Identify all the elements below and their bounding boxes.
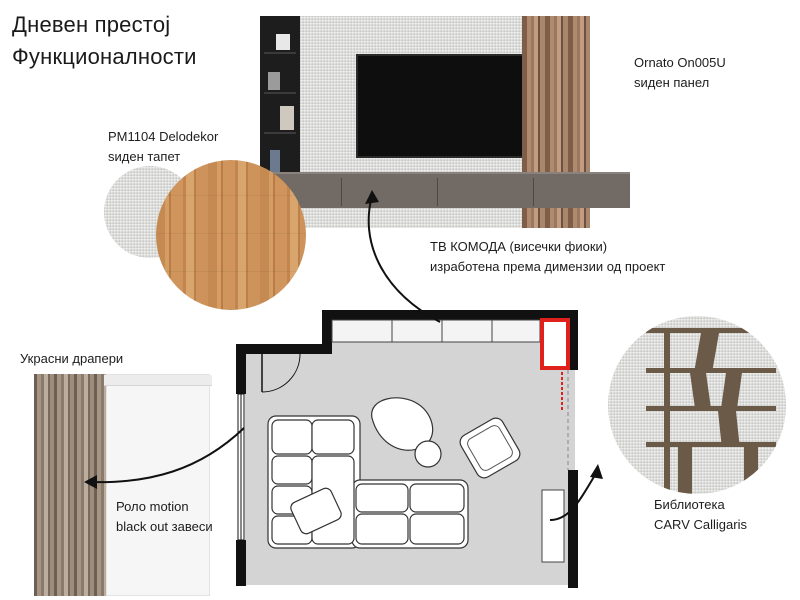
tv-unit-label-line1: ТВ КОМОДА (висечки фиоки): [430, 239, 608, 254]
drapes-label: Украсни драпери: [20, 351, 124, 366]
tv-unit: [245, 172, 630, 208]
shelving-niche: [260, 16, 300, 176]
page-title-line2: Функционалности: [12, 44, 197, 69]
wallpaper-desc-label: sиден тапет: [108, 149, 181, 164]
bookcase-icon: [646, 328, 776, 494]
library-label-line1: Библиотека: [654, 497, 725, 512]
library-label-line2: CARV Calligaris: [654, 517, 747, 532]
tv-wall-render: [245, 16, 630, 228]
blind-swatch: [104, 374, 212, 596]
blinds-label-line1: Роло motion: [116, 499, 189, 514]
blinds-label-line2: black out завеси: [116, 519, 213, 534]
wallpaper-name-label: PM1104 Delodekor: [108, 129, 219, 144]
drape-swatch: [34, 374, 114, 596]
panel-desc-label: sиден панел: [634, 75, 710, 90]
page-title-line1: Дневен престој: [12, 12, 171, 37]
tv-unit-label-line2: изработена према димензии од проект: [430, 259, 666, 274]
library-swatch: [608, 316, 786, 494]
wood-floor-swatch: [156, 160, 306, 310]
panel-name-label: Ornato On005U: [634, 55, 726, 70]
